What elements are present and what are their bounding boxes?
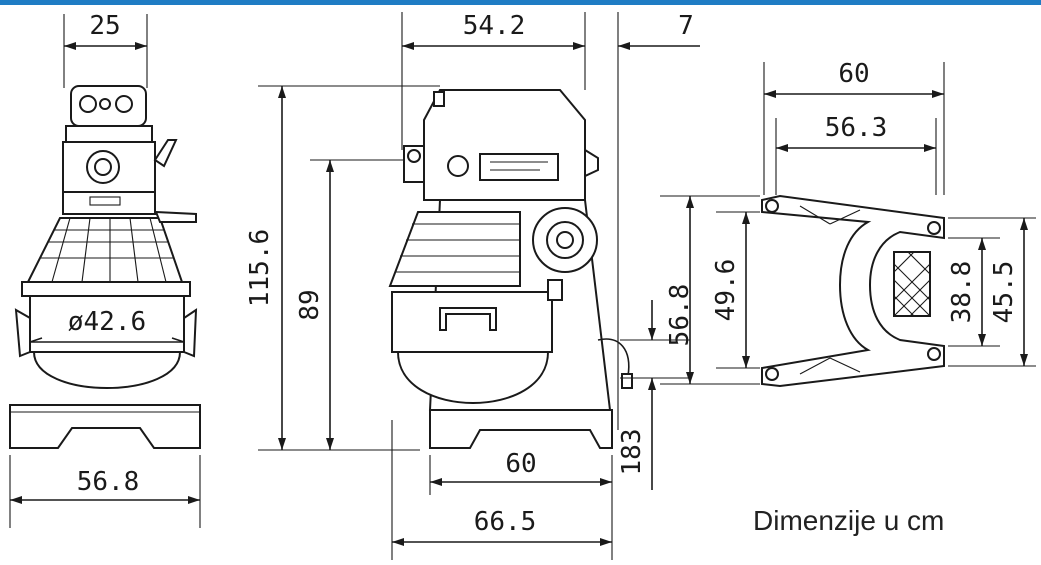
dim-foot-span: 38.8 (947, 261, 977, 324)
dim-depth: 54.2 (463, 11, 526, 41)
base-view: 60 56.3 49.6 (660, 59, 1036, 388)
dim-bowl-diameter: ø42.6 (68, 307, 146, 337)
top-accent-bar (0, 0, 1041, 5)
dim-base-width: 56.8 (77, 467, 140, 497)
dim-base-outer-depth: 49.6 (711, 259, 741, 322)
dim-total-depth: 66.5 (474, 507, 537, 537)
dim-bowl-height: 89 (295, 289, 325, 320)
dim-top-width: 25 (89, 11, 120, 41)
dim-base-depth: 60 (505, 449, 536, 479)
dim-base-inner-width: 56.3 (825, 113, 888, 143)
dim-offset: 7 (678, 11, 694, 41)
dim-base-outer-width: 60 (838, 59, 869, 89)
front-view: 25 ø42.6 (9, 11, 201, 528)
dim-total-height: 115.6 (245, 229, 275, 307)
side-view: 54.2 7 115.6 89 (245, 11, 700, 560)
dim-outer-span: 45.5 (989, 261, 1019, 324)
units-note: Dimenzije u cm (753, 505, 945, 536)
dim-cord-length: 183 (617, 429, 647, 476)
